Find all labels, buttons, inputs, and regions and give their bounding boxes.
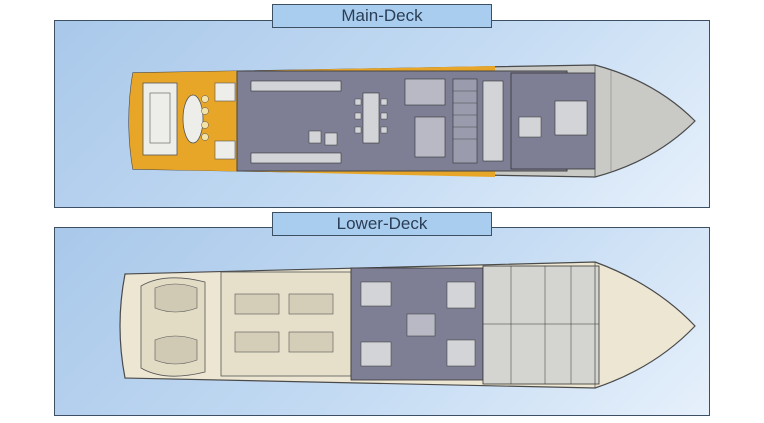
crew-area [482, 265, 600, 385]
main-deck-plan [128, 64, 696, 178]
engine-room [220, 271, 352, 377]
jet-ski [154, 335, 198, 365]
main-deck-label: Main-Deck [272, 4, 492, 28]
dining-table [362, 92, 380, 144]
main-deck-panel [54, 20, 710, 208]
lower-deck-plan [119, 261, 696, 389]
tender-boat [154, 283, 198, 313]
lower-deck-panel [54, 227, 710, 416]
lower-deck-label: Lower-Deck [272, 212, 492, 236]
aft-sunpad [142, 82, 178, 156]
aft-table [182, 94, 204, 144]
